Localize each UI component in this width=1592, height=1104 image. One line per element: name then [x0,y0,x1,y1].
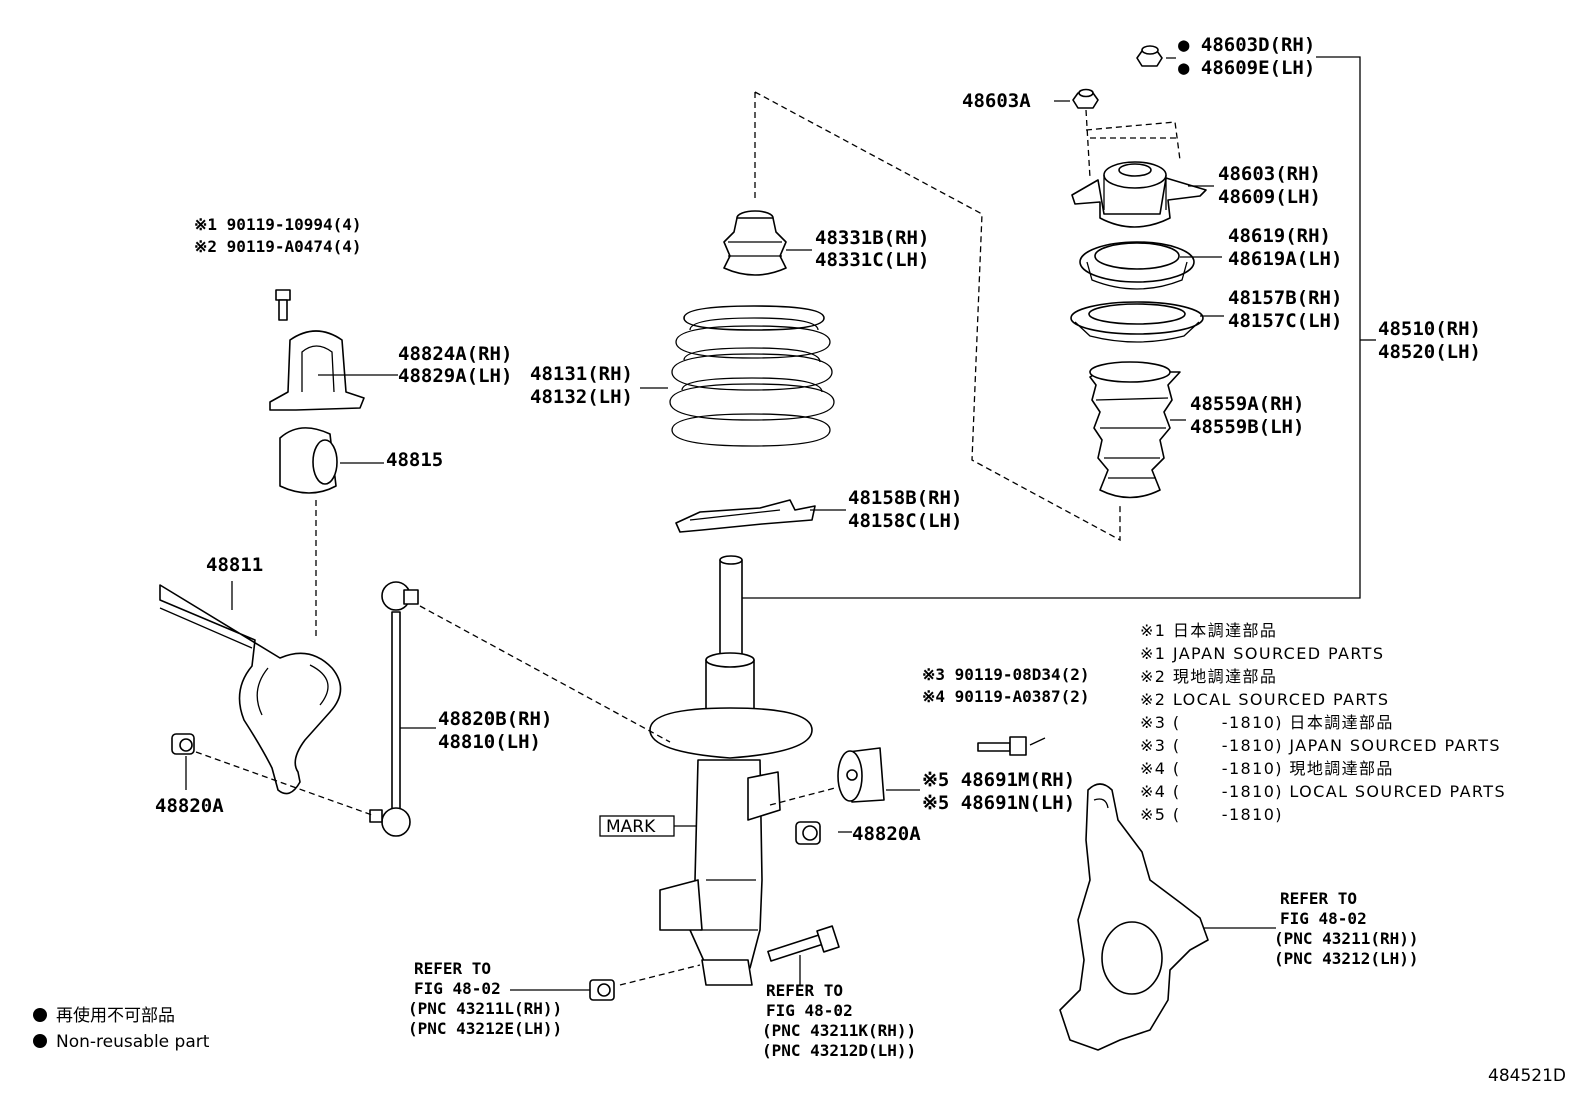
nut-43211l-icon [589,979,615,1001]
coil-spring-48131-icon [669,305,835,447]
svg-text:(PNC 43211K(RH)): (PNC 43211K(RH)) [762,1021,916,1040]
spring-seat-48157-icon [1070,301,1204,343]
nut-48820a-right-icon [795,821,821,845]
svg-text:(PNC 43212D(LH)): (PNC 43212D(LH)) [762,1041,916,1060]
svg-text:FIG 48-02: FIG 48-02 [766,1001,853,1020]
upper-support-48603-icon [1071,161,1207,228]
label-48603d: ● 48603D(RH) [1178,34,1315,56]
nut-48603a-icon [1072,88,1099,109]
label-48559a: 48559A(RH) [1190,393,1304,415]
label-48810: 48810(LH) [438,731,541,753]
label-bolt-4: ※4 90119-A0387(2) [922,687,1090,706]
bushing-48815-icon [279,427,338,494]
label-bolt-3: ※3 90119-08D34(2) [922,665,1090,684]
label-48559b: 48559B(LH) [1190,416,1304,438]
figure-id: 484521D [1488,1066,1566,1086]
label-48157b: 48157B(RH) [1228,287,1342,309]
bolt-90119-08d34-icon [977,736,1027,756]
bullet-icon [33,1008,47,1022]
label-48603: 48603(RH) [1218,163,1321,185]
svg-text:REFER TO: REFER TO [1280,889,1357,908]
bracket-48824a-icon [269,330,365,411]
label-48158c: 48158C(LH) [848,510,962,532]
svg-text:REFER TO: REFER TO [766,981,843,1000]
legend-en: Non-reusable part [56,1032,210,1052]
label-48619a: 48619A(LH) [1228,248,1342,270]
refer-block-right: REFER TO FIG 48-02 (PNC 43211(RH)) (PNC … [1274,889,1419,968]
note-5: ※3 ( -1810) 日本調達部品 [1140,713,1394,732]
note-9: ※5 ( -1810) [1140,805,1283,824]
bullet-icon [33,1034,47,1048]
label-48824a: 48824A(RH) [398,343,512,365]
note-1: ※1 日本調達部品 [1140,621,1277,640]
label-48609e: ● 48609E(LH) [1178,57,1315,79]
label-48691m: ※5 48691M(RH) [922,769,1075,791]
stabilizer-link-48820b-icon [369,581,419,837]
label-bolt-2: ※2 90119-A0474(4) [194,237,362,256]
label-48811: 48811 [206,554,263,576]
label-48331c: 48331C(LH) [815,249,929,271]
label-mark: MARK [606,817,656,837]
cushion-48691-icon [837,747,885,803]
note-4: ※2 LOCAL SOURCED PARTS [1140,690,1389,709]
label-48603a: 48603A [962,90,1031,112]
label-48132: 48132(LH) [530,386,633,408]
label-48609: 48609(LH) [1218,186,1321,208]
bump-stopper-48331-icon [723,210,787,276]
svg-text:FIG 48-02: FIG 48-02 [1280,909,1367,928]
refer-block-middle: REFER TO FIG 48-02 (PNC 43211K(RH)) (PNC… [762,981,916,1060]
nut-48820a-left-icon [171,733,195,755]
note-8: ※4 ( -1810) LOCAL SOURCED PARTS [1140,782,1506,801]
legend-jp: 再使用不可部品 [56,1005,175,1026]
svg-text:(PNC 43211(RH)): (PNC 43211(RH)) [1274,929,1419,948]
label-48820a-left: 48820A [155,795,224,817]
refer-block-left: REFER TO FIG 48-02 (PNC 43211L(RH)) (PNC… [408,959,562,1038]
nut-48603d-icon [1136,45,1163,67]
label-48820a-right: 48820A [852,823,921,845]
note-3: ※2 現地調達部品 [1140,667,1277,686]
svg-text:REFER TO: REFER TO [414,959,491,978]
label-48510: 48510(RH) [1378,318,1481,340]
steering-knuckle-icon [1059,783,1209,1051]
note-2: ※1 JAPAN SOURCED PARTS [1140,644,1384,663]
strut-absorber-icon [649,555,813,986]
spring-insulator-48158-icon [675,499,816,533]
label-bolt-1: ※1 90119-10994(4) [194,215,362,234]
label-48131: 48131(RH) [530,363,633,385]
label-48691n: ※5 48691N(LH) [922,792,1075,814]
bearing-48619-icon [1079,241,1195,290]
label-48829a: 48829A(LH) [398,365,512,387]
bolt-90119-10994-icon [275,289,291,321]
label-48820b: 48820B(RH) [438,708,552,730]
notes-block: ※1 日本調達部品 ※1 JAPAN SOURCED PARTS ※2 現地調達… [1140,621,1506,824]
label-48331b: 48331B(RH) [815,227,929,249]
label-48619: 48619(RH) [1228,225,1331,247]
label-48157c: 48157C(LH) [1228,310,1342,332]
svg-text:(PNC 43212(LH)): (PNC 43212(LH)) [1274,949,1419,968]
bolt-43211k-icon [767,925,840,962]
svg-text:(PNC 43211L(RH)): (PNC 43211L(RH)) [408,999,562,1018]
svg-text:FIG 48-02: FIG 48-02 [414,979,501,998]
label-48158b: 48158B(RH) [848,487,962,509]
dust-boot-48559-icon [1089,361,1181,499]
legend: 再使用不可部品 Non-reusable part [33,1005,210,1052]
label-48815: 48815 [386,449,443,471]
stabilizer-bar-48811-icon [159,584,342,795]
note-6: ※3 ( -1810) JAPAN SOURCED PARTS [1140,736,1501,755]
note-7: ※4 ( -1810) 現地調達部品 [1140,759,1394,778]
svg-text:(PNC 43212E(LH)): (PNC 43212E(LH)) [408,1019,562,1038]
label-48520: 48520(LH) [1378,341,1481,363]
